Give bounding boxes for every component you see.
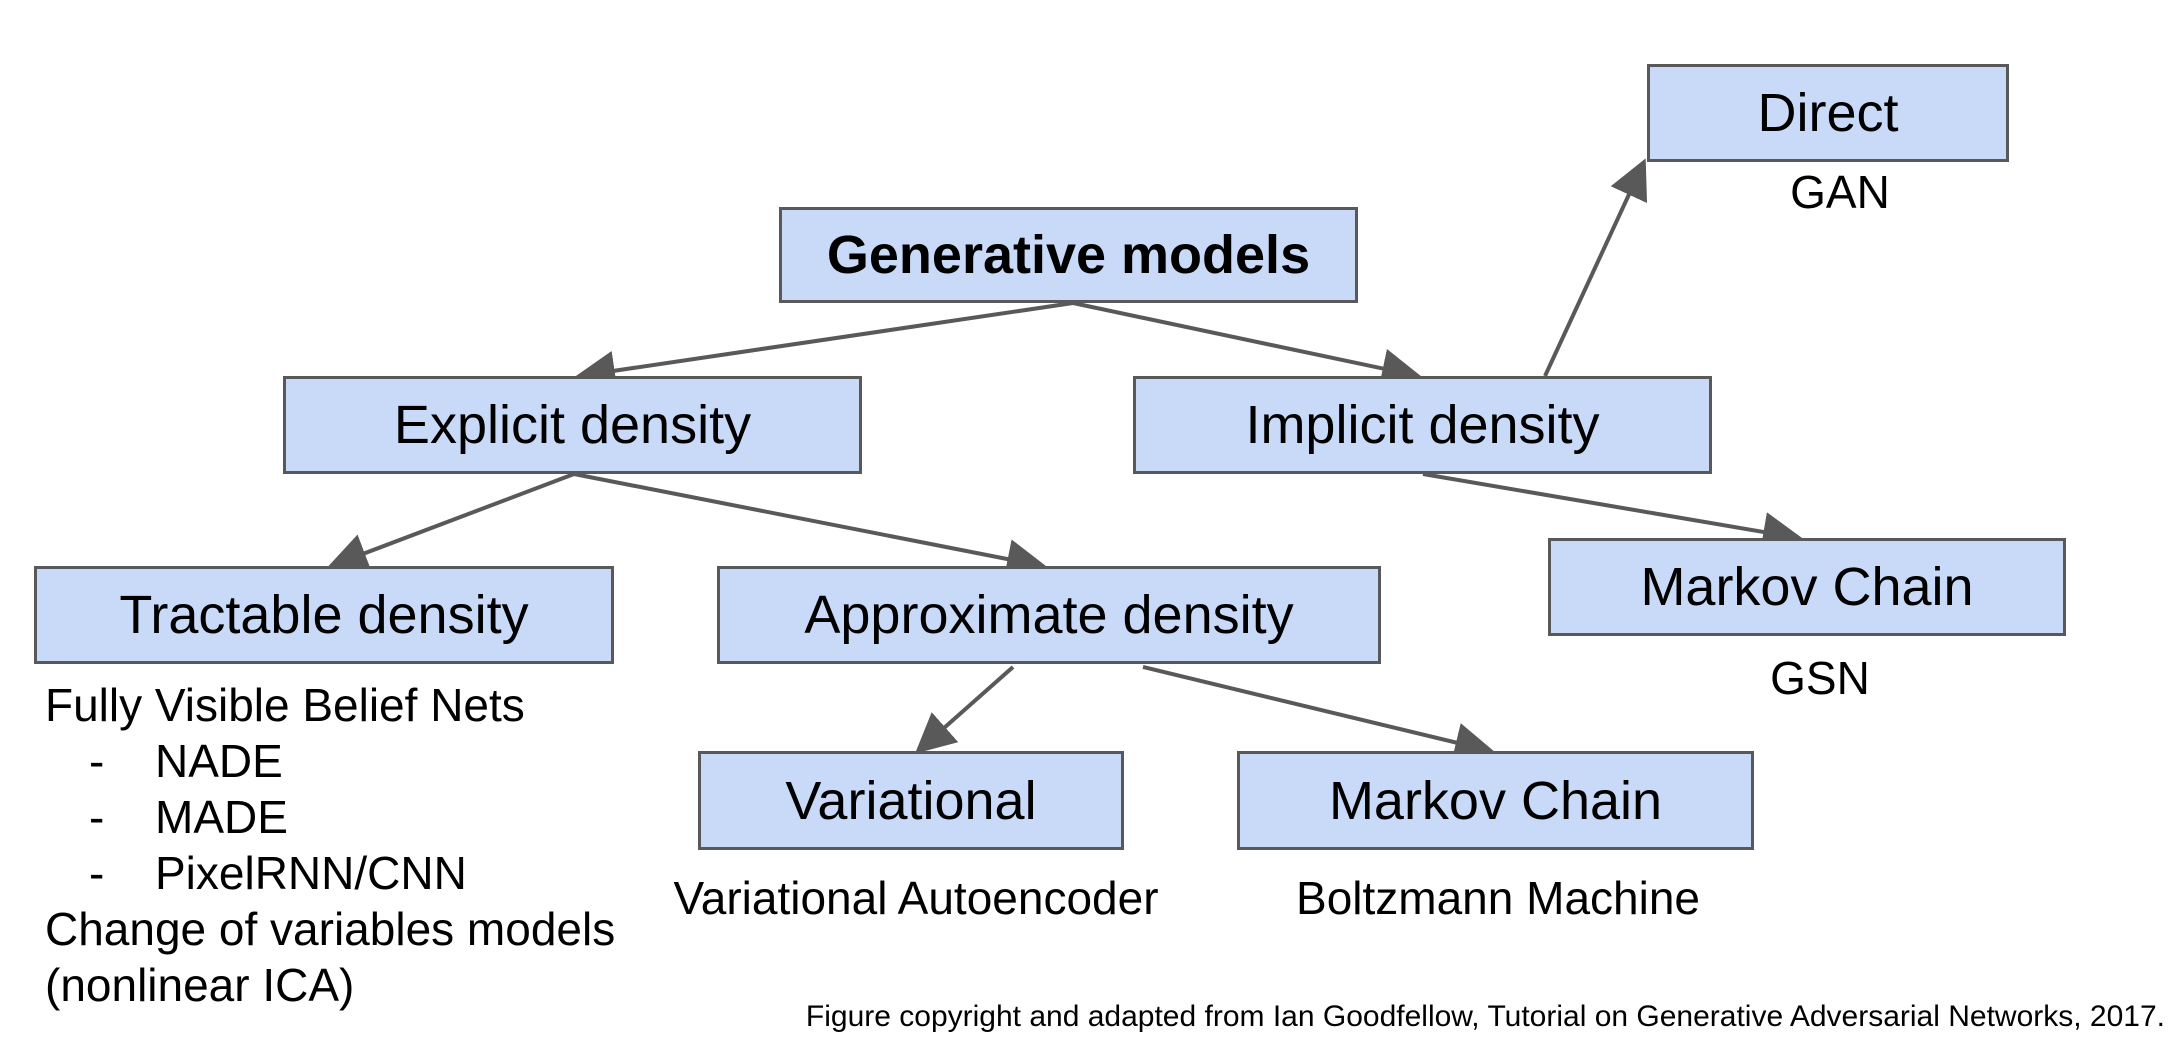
list-item: -PixelRNN/CNN — [45, 845, 615, 901]
edge-implicit-direct — [1543, 158, 1648, 377]
node-variational: Variational — [698, 751, 1124, 850]
note-tractable-list: Fully Visible Belief Nets -NADE -MADE -P… — [45, 677, 615, 1013]
edge-approximate-variational — [915, 665, 1015, 754]
list-tail-line: Change of variables models — [45, 903, 616, 955]
edge-implicit-markov-chain — [1422, 472, 1803, 552]
note-gan: GAN — [1790, 166, 1890, 218]
edge-approximate-markov-chain — [1142, 665, 1495, 762]
note-boltzmann-machine: Boltzmann Machine — [1296, 872, 1700, 924]
list-item: -MADE — [45, 789, 615, 845]
node-markov-chain-approximate: Markov Chain — [1237, 751, 1754, 850]
node-approximate-density: Approximate density — [717, 566, 1381, 664]
node-tractable-density: Tractable density — [34, 566, 614, 664]
list-item-text: NADE — [155, 735, 283, 787]
edge-generative-explicit — [575, 301, 1074, 391]
list-bullet: - — [89, 735, 105, 787]
note-variational-autoencoder: Variational Autoencoder — [673, 872, 1159, 924]
note-gsn: GSN — [1770, 652, 1870, 704]
edge-generative-implicit — [1072, 301, 1422, 389]
list-item: -NADE — [45, 733, 615, 789]
list-bullet: - — [89, 791, 105, 843]
edge-explicit-approximate — [573, 472, 1047, 579]
node-explicit-density: Explicit density — [283, 376, 862, 474]
list-tail-line: (nonlinear ICA) — [45, 959, 355, 1011]
node-direct: Direct — [1647, 64, 2009, 162]
list-item-text: MADE — [155, 791, 288, 843]
figure-caption: Figure copyright and adapted from Ian Go… — [805, 1000, 2165, 1033]
node-implicit-density: Implicit density — [1133, 376, 1712, 474]
edge-explicit-tractable — [327, 472, 575, 572]
node-generative-models: Generative models — [779, 207, 1358, 303]
list-item-text: PixelRNN/CNN — [155, 847, 467, 899]
list-bullet: - — [89, 847, 105, 899]
list-heading: Fully Visible Belief Nets — [45, 679, 525, 731]
node-markov-chain-implicit: Markov Chain — [1548, 538, 2066, 636]
